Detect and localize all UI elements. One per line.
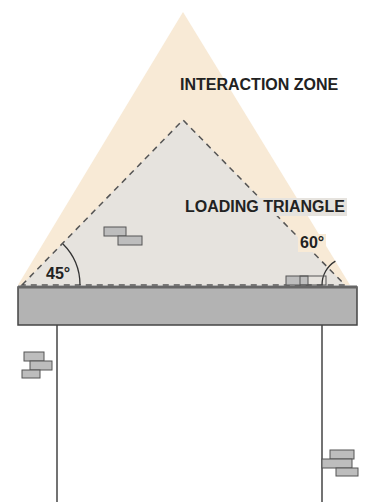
brick-sketch [22, 227, 358, 476]
angle-arc [322, 261, 335, 285]
angle-label: 60° [298, 234, 326, 252]
angle-label: 45° [44, 265, 72, 283]
wall-line [321, 325, 323, 502]
lintel-top [18, 286, 357, 289]
triangle-shape [18, 12, 350, 285]
zone-label: LOADING TRIANGLE [183, 198, 347, 216]
lintel [18, 287, 357, 325]
wall-line [56, 325, 58, 502]
loading-triangle: LOADING TRIANGLE [22, 120, 345, 285]
zone-label: INTERACTION ZONE [178, 76, 340, 94]
